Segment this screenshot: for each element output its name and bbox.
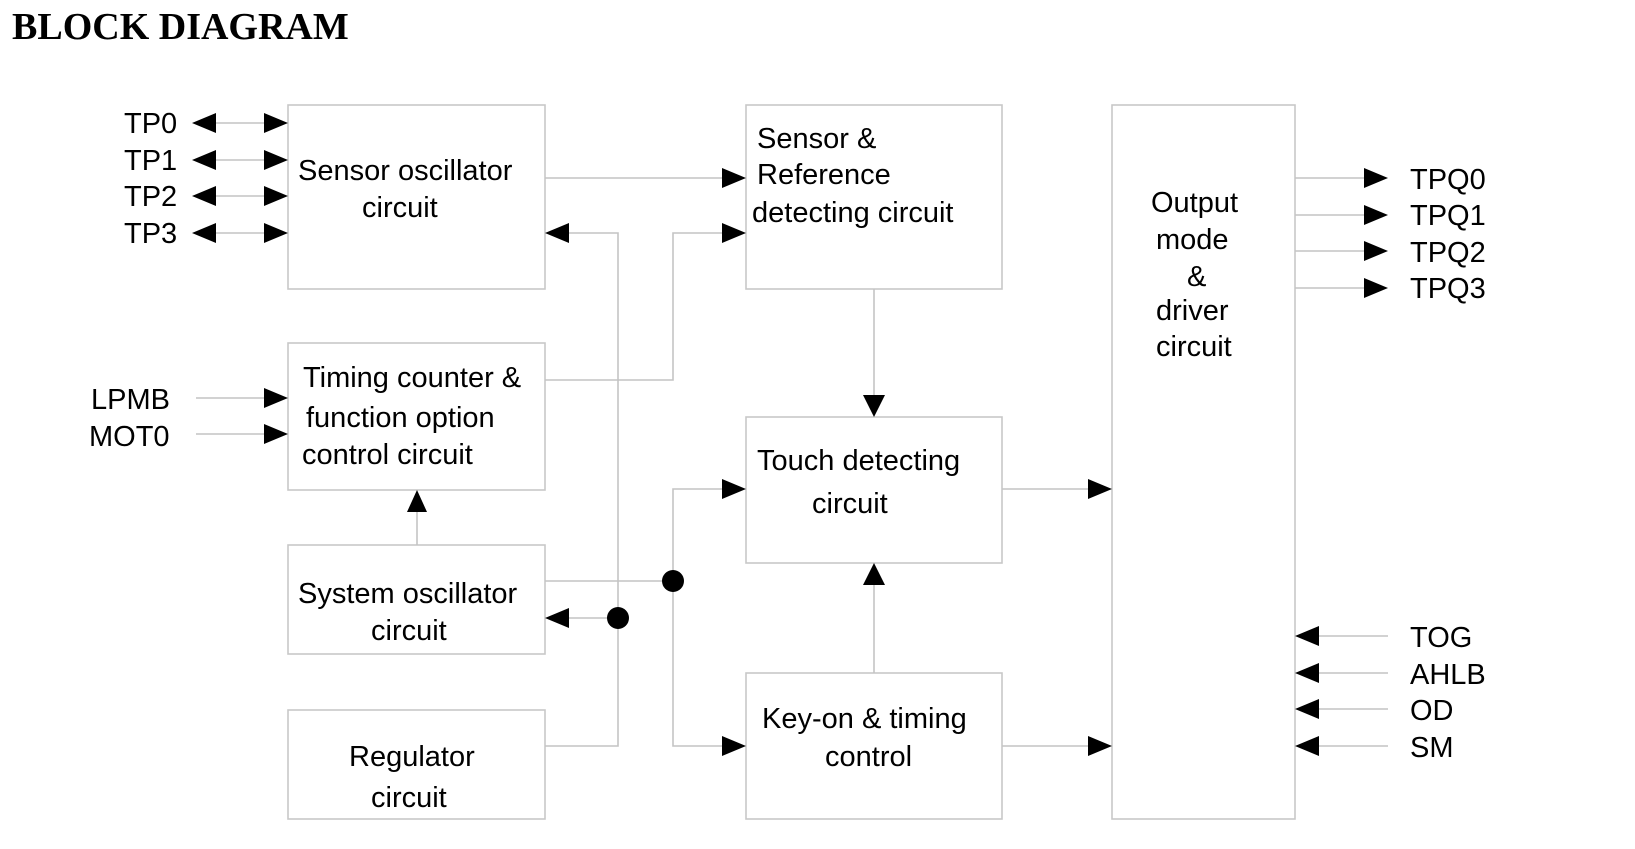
timing-counter-label-1: Timing counter &: [303, 362, 521, 394]
pin-sm: SM: [1410, 732, 1454, 764]
connection-wires: [196, 122, 1388, 747]
pin-lpmb: LPMB: [91, 384, 170, 416]
sensor-reference-label-3: detecting circuit: [752, 197, 954, 229]
pin-tp1: TP1: [124, 145, 177, 177]
pin-tp3: TP3: [124, 218, 177, 250]
system-oscillator-label-2: circuit: [371, 615, 447, 647]
pin-tp2: TP2: [124, 181, 177, 213]
pin-od: OD: [1410, 695, 1454, 727]
pin-tog: TOG: [1410, 622, 1472, 654]
touch-detecting-label-2: circuit: [812, 488, 888, 520]
pin-tp0: TP0: [124, 108, 177, 140]
regulator-label-2: circuit: [371, 782, 447, 814]
timing-counter-block: [287, 342, 546, 491]
pin-tpq3: TPQ3: [1410, 273, 1486, 305]
touch-detecting-block: [745, 416, 1003, 564]
arrowheads: [192, 113, 1388, 756]
output-driver-label-1: Output: [1151, 187, 1238, 219]
sensor-oscillator-block: [287, 104, 546, 290]
key-on-timing-label-2: control: [825, 741, 912, 773]
key-on-timing-control-block: [745, 672, 1003, 820]
regulator-label-1: Regulator: [349, 741, 475, 773]
pin-tpq0: TPQ0: [1410, 164, 1486, 196]
output-driver-label-5: circuit: [1156, 331, 1232, 363]
pin-mot0: MOT0: [89, 421, 170, 453]
pin-ahlb: AHLB: [1410, 659, 1486, 691]
timing-counter-label-3: control circuit: [302, 439, 473, 471]
timing-counter-label-2: function option: [306, 402, 495, 434]
output-driver-label-2: mode: [1156, 224, 1229, 256]
sensor-oscillator-label-2: circuit: [362, 192, 438, 224]
pin-tpq1: TPQ1: [1410, 200, 1486, 232]
sensor-reference-label-2: Reference: [757, 159, 891, 191]
junction-dot: [607, 607, 629, 629]
page-title: BLOCK DIAGRAM: [12, 6, 349, 48]
sensor-reference-detecting-block: [745, 104, 1003, 290]
output-driver-block: [1111, 104, 1296, 820]
key-on-timing-label-1: Key-on & timing: [762, 703, 967, 735]
pin-tpq2: TPQ2: [1410, 237, 1486, 269]
touch-detecting-label-1: Touch detecting: [757, 445, 960, 477]
sensor-reference-label-1: Sensor &: [757, 123, 876, 155]
regulator-block: [287, 709, 546, 820]
system-oscillator-label-1: System oscillator: [298, 578, 518, 610]
output-driver-label-4: driver: [1156, 295, 1229, 327]
sensor-oscillator-label-1: Sensor oscillator: [298, 155, 513, 187]
junction-dot: [662, 570, 684, 592]
output-driver-label-3: &: [1187, 261, 1206, 293]
